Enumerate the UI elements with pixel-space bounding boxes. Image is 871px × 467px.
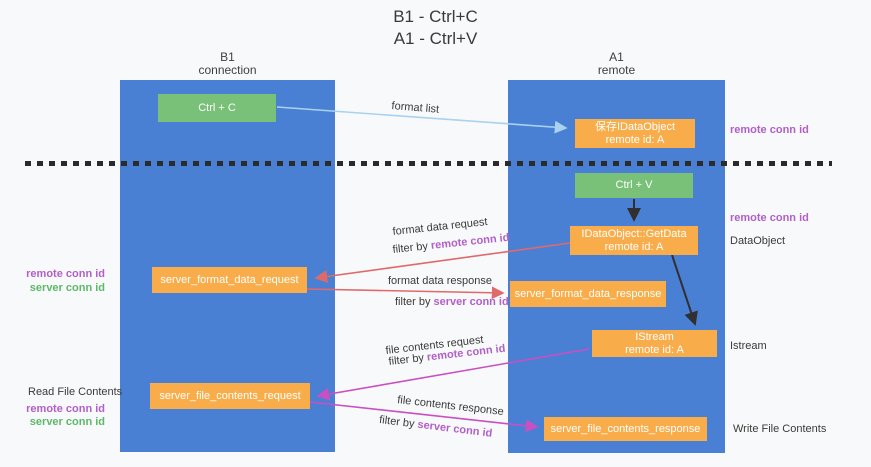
server-conn-id-text: server conn id: [433, 296, 509, 308]
node-save-idataobject-line2: remote id: A: [605, 133, 665, 146]
node-ctrl-c: Ctrl + C: [158, 94, 276, 122]
arrow-file-contents-request: [316, 348, 590, 401]
node-istream-line1: IStream: [635, 330, 674, 343]
lane-a1-subtitle: remote: [597, 63, 636, 77]
lane-header-a1: A1 remote: [508, 51, 725, 77]
filter-by-text: filter by: [395, 296, 434, 308]
node-ctrl-v: Ctrl + V: [575, 173, 693, 198]
annotation-remote-conn-id-left1: remote conn id: [26, 268, 105, 280]
node-ctrl-v-label: Ctrl + V: [615, 179, 653, 191]
arrow-format-data-request: [314, 242, 571, 283]
node-file-request-label: server_file_contents_request: [159, 389, 301, 402]
node-getdata-line2: remote id: A: [604, 240, 664, 253]
lane-b1-name: B1: [220, 50, 235, 64]
annotation-remote-conn-id-top: remote conn id: [730, 124, 809, 136]
node-idataobject-getdata: IDataObject::GetData remote id: A: [570, 226, 698, 255]
node-istream-line2: remote id: A: [625, 343, 684, 356]
arrow-format-list: [276, 106, 568, 134]
arrow-label-filter-server-1: filter by server conn id: [395, 296, 509, 308]
arrow-label-format-data-response: format data response: [388, 275, 492, 287]
node-server-format-data-request: server_format_data_request: [152, 267, 307, 293]
arrow-format-data-response: [306, 286, 505, 300]
node-format-response-label: server_format_data_response: [514, 287, 662, 300]
annotation-server-conn-id-left1: server conn id: [29, 282, 105, 294]
arrow-file-contents-response: [309, 401, 539, 433]
copy-paste-divider-dashed-line: [25, 161, 832, 166]
annotation-write-file-contents: Write File Contents: [733, 423, 827, 435]
annotation-read-file-contents: Read File Contents: [28, 386, 123, 398]
node-ctrl-c-label: Ctrl + C: [198, 101, 236, 114]
node-save-idataobject: 保存IDataObject remote id: A: [575, 119, 695, 148]
lane-a1-name: A1: [609, 50, 624, 64]
lane-header-b1: B1 connection: [120, 51, 335, 77]
node-server-file-contents-response: server_file_contents_response: [544, 417, 707, 441]
annotation-istream: Istream: [730, 340, 767, 352]
diagram-title: B1 - Ctrl+C A1 - Ctrl+V: [0, 6, 871, 50]
node-server-file-contents-request: server_file_contents_request: [150, 383, 310, 409]
node-istream: IStream remote id: A: [592, 330, 717, 357]
annotation-remote-conn-id-left2: remote conn id: [26, 403, 105, 415]
lane-b1-subtitle: connection: [198, 63, 257, 77]
annotation-server-conn-id-left2: server conn id: [29, 416, 105, 428]
node-server-format-data-response: server_format_data_response: [510, 281, 666, 307]
node-format-request-label: server_format_data_request: [160, 273, 299, 286]
node-save-idataobject-line1: 保存IDataObject: [594, 120, 676, 133]
node-getdata-line1: IDataObject::GetData: [581, 227, 687, 240]
node-file-response-label: server_file_contents_response: [550, 422, 701, 435]
title-line-2: A1 - Ctrl+V: [393, 29, 478, 48]
annotation-remote-conn-id-mid: remote conn id: [730, 212, 809, 224]
title-line-1: B1 - Ctrl+C: [393, 7, 478, 26]
annotation-dataobject: DataObject: [730, 235, 786, 247]
arrow-getdata-to-istream: [671, 254, 698, 326]
